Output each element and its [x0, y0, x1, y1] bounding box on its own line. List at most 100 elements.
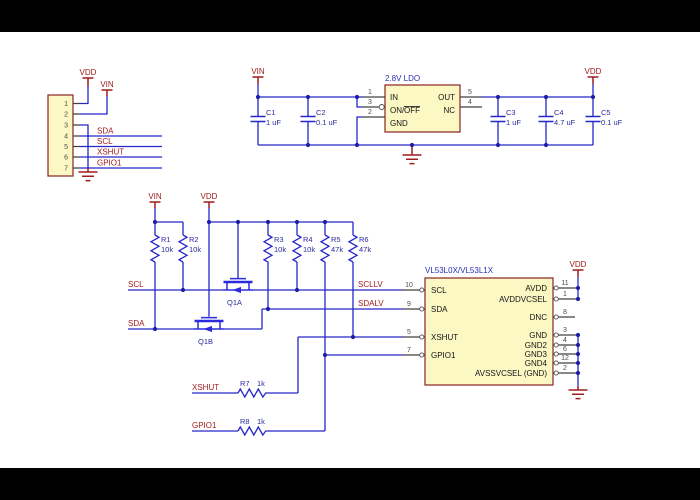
vdd-label-ic: VDD: [570, 260, 587, 269]
r2-ref: R2: [189, 235, 199, 244]
vin-label-mid: VIN: [148, 192, 162, 201]
capacitor-c5-plates: [585, 115, 601, 123]
capacitor-c1-plates: [250, 115, 266, 123]
c1-ref: C1: [266, 108, 276, 117]
ldo-pin-num-in: 1: [368, 89, 372, 96]
vdd-symbol-connector: VDD: [80, 68, 97, 86]
ic-pin-num-avdd: 11: [561, 280, 568, 287]
level-shifter-section: VIN VDD R1 10k R2 10k R3 10k R4 10k: [128, 192, 403, 437]
ldo-title: 2.8V LDO: [385, 74, 420, 83]
vdd-symbol-ldo: VDD: [585, 67, 602, 84]
r8-value: 1k: [257, 417, 265, 426]
ldo-body: [384, 84, 461, 133]
sda-net-label: SDA: [128, 319, 145, 328]
vin-label-ldo: VIN: [251, 67, 265, 76]
connector-pin-4: 4: [64, 134, 68, 141]
connector-body: [47, 94, 74, 177]
ic-pin-num-gnd2: 4: [563, 337, 567, 344]
vin-symbol-mid: VIN: [148, 192, 162, 208]
ic-pin-name-avdd: AVDD: [525, 284, 547, 293]
resistor-r4-body: [291, 234, 303, 263]
r6-ref: R6: [359, 235, 369, 244]
ic-pin-num-avddvcsel: 1: [563, 291, 567, 298]
r1-ref: R1: [161, 235, 171, 244]
ic-pin-name-avssvcsel: AVSSVCSEL (GND): [475, 369, 547, 378]
ic-pin-name-dnc: DNC: [530, 313, 548, 322]
ground-symbol-ic: [568, 386, 588, 400]
ic-pin8-circle-icon: [553, 314, 559, 320]
capacitor-c4-plates: [538, 115, 554, 123]
c4-value: 4.7 uF: [554, 118, 576, 127]
vin-symbol-connector: VIN: [100, 80, 114, 96]
c2-value: 0.1 uF: [316, 118, 338, 127]
ic-pin-num-sda: 9: [407, 301, 411, 308]
ldo-section: VIN C1 1 uF C2 0.1 uF C3 1 uF C4 4.7 uF …: [250, 67, 623, 165]
r6-value: 47k: [359, 245, 371, 254]
ic-section: VL53L0X/VL53L1X 10 9 5 7 SCL SDA XSHUT G…: [403, 260, 588, 400]
connector-pin-stubs: [73, 102, 80, 169]
r1-value: 10k: [161, 245, 173, 254]
ic-pin9-circle-icon: [419, 306, 425, 312]
ic-pin-num-xshut: 5: [407, 329, 411, 336]
ic-pin2-circle-icon: [553, 370, 559, 376]
vin-label-connector: VIN: [100, 80, 114, 89]
ldo-pin-num-onoff: 3: [368, 99, 372, 106]
ldo-pin-name-in: IN: [390, 93, 398, 102]
ldo-regulator: 2.8V LDO 1 3 2 5 4 IN ON/ OFF GND OUT NC: [363, 74, 482, 133]
gpio1-wire: [192, 354, 403, 432]
connector-pin-7: 7: [64, 166, 68, 173]
ic-left-pin-stubs: [403, 289, 425, 356]
ground-symbol-ldo: [402, 145, 422, 165]
capacitor-c2-plates: [300, 115, 316, 123]
ic-junction-dots: [575, 285, 581, 376]
ic-pin-name-avddvcsel: AVDDVCSEL: [499, 295, 547, 304]
ldo-pin-num-out: 5: [468, 89, 472, 96]
ic-pin-num-gnd4: 12: [561, 355, 569, 362]
connector-pin-1: 1: [64, 101, 68, 108]
ldo-pin-stubs: [363, 96, 482, 118]
transistor-q1b: Q1B: [194, 316, 224, 346]
ldo-pin-name-out: OUT: [438, 93, 455, 102]
ic-body: [424, 277, 554, 386]
resistor-r8-body: [237, 425, 268, 437]
connector-pin-3: 3: [64, 123, 68, 130]
ic-pin7-circle-icon: [419, 352, 425, 358]
gpio1-net-label: GPIO1: [192, 421, 217, 430]
r4-ref: R4: [303, 235, 313, 244]
resistor-r6-body: [347, 234, 359, 263]
ic-pin-name-gnd3: GND3: [525, 350, 548, 359]
level-shifter-junction-dots: [152, 219, 356, 358]
r8-ref: R8: [240, 417, 250, 426]
sda-net-label-connector: SDA: [97, 127, 114, 136]
ic-pin1-circle-icon: [553, 296, 559, 302]
resistor-r1-body: [149, 234, 161, 263]
vin-rail-wiring: [154, 208, 184, 329]
ic-pin-num-avssvcsel: 2: [563, 365, 567, 372]
r5-ref: R5: [331, 235, 341, 244]
resistor-r3-body: [262, 234, 274, 263]
ic-pin-num-gpio1: 7: [407, 347, 411, 354]
letterbox-top: [0, 0, 700, 32]
ic-pin-name-gnd4: GND4: [525, 359, 548, 368]
ic-pin-num-gnd3: 6: [563, 346, 567, 353]
transistor-q1a: Q1A: [223, 277, 253, 307]
r5-value: 47k: [331, 245, 343, 254]
vdd-rail-wiring: [208, 208, 354, 431]
ldo-pin-name-off-overline: OFF: [404, 106, 420, 115]
resistor-r2-body: [177, 234, 189, 263]
ldo-pin-num-nc: 4: [468, 99, 472, 106]
ic-pin6-circle-icon: [553, 351, 559, 357]
gpio1-net-label-connector: GPIO1: [97, 159, 122, 168]
scllv-net-label: SCLLV: [358, 280, 383, 289]
xshut-net-label-connector: XSHUT: [97, 148, 124, 157]
r2-value: 10k: [189, 245, 201, 254]
r7-ref: R7: [240, 379, 250, 388]
connector-pin-5: 5: [64, 144, 68, 151]
r4-value: 10k: [303, 245, 315, 254]
ground-symbol-connector: [78, 168, 98, 182]
ic-pin4-circle-icon: [553, 342, 559, 348]
ic-pin-num-dnc: 8: [563, 309, 567, 316]
c5-value: 0.1 uF: [601, 118, 623, 127]
